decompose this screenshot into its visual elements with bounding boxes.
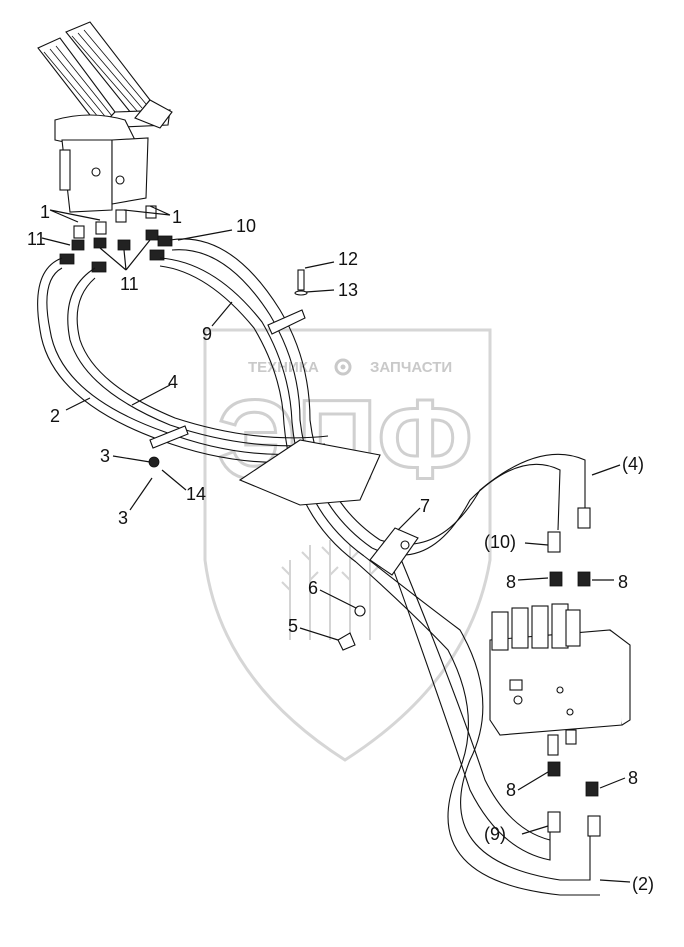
label-8a: 8 — [506, 572, 516, 592]
label-3b: 3 — [118, 508, 128, 528]
leader-lines — [41, 205, 631, 883]
watermark-right-text: ЗАПЧАСТИ — [370, 359, 452, 376]
control-valve-block — [489, 507, 631, 837]
label-11a: 11 — [27, 229, 46, 249]
watermark-wheat-emblem — [281, 540, 379, 640]
label-14: 14 — [186, 484, 206, 504]
label-1a: 1 — [40, 202, 50, 222]
label-13: 13 — [338, 280, 358, 300]
label-9-ref: (9) — [484, 824, 506, 844]
label-8b: 8 — [618, 572, 628, 592]
watermark-left-text: ТЕХНИКА — [248, 359, 319, 376]
label-10-ref: (10) — [484, 532, 516, 552]
label-7: 7 — [420, 496, 430, 516]
pedal-fittings — [59, 205, 173, 273]
label-8d: 8 — [628, 768, 638, 788]
label-9: 9 — [202, 324, 212, 344]
label-5: 5 — [288, 616, 298, 636]
watermark: ТЕХНИКА ЗАПЧАСТИ ЭПФ — [203, 328, 492, 762]
label-4: 4 — [168, 372, 178, 392]
label-2: 2 — [50, 406, 60, 426]
hydraulic-hoses — [37, 238, 600, 896]
label-11b: 11 — [120, 274, 139, 294]
clamps-brackets — [148, 269, 419, 651]
callout-labels: 1 1 11 11 10 9 12 13 2 4 3 3 14 7 6 5 (4… — [27, 202, 654, 894]
label-8c: 8 — [506, 780, 516, 800]
label-3a: 3 — [100, 446, 110, 466]
label-2-ref: (2) — [632, 874, 654, 894]
gear-icon — [334, 358, 352, 376]
watermark-shield — [203, 328, 492, 762]
pedal-assembly — [37, 21, 173, 213]
label-4-ref: (4) — [622, 454, 644, 474]
label-6: 6 — [308, 578, 318, 598]
label-12: 12 — [338, 249, 358, 269]
label-10: 10 — [236, 216, 256, 236]
label-1b: 1 — [172, 207, 182, 227]
